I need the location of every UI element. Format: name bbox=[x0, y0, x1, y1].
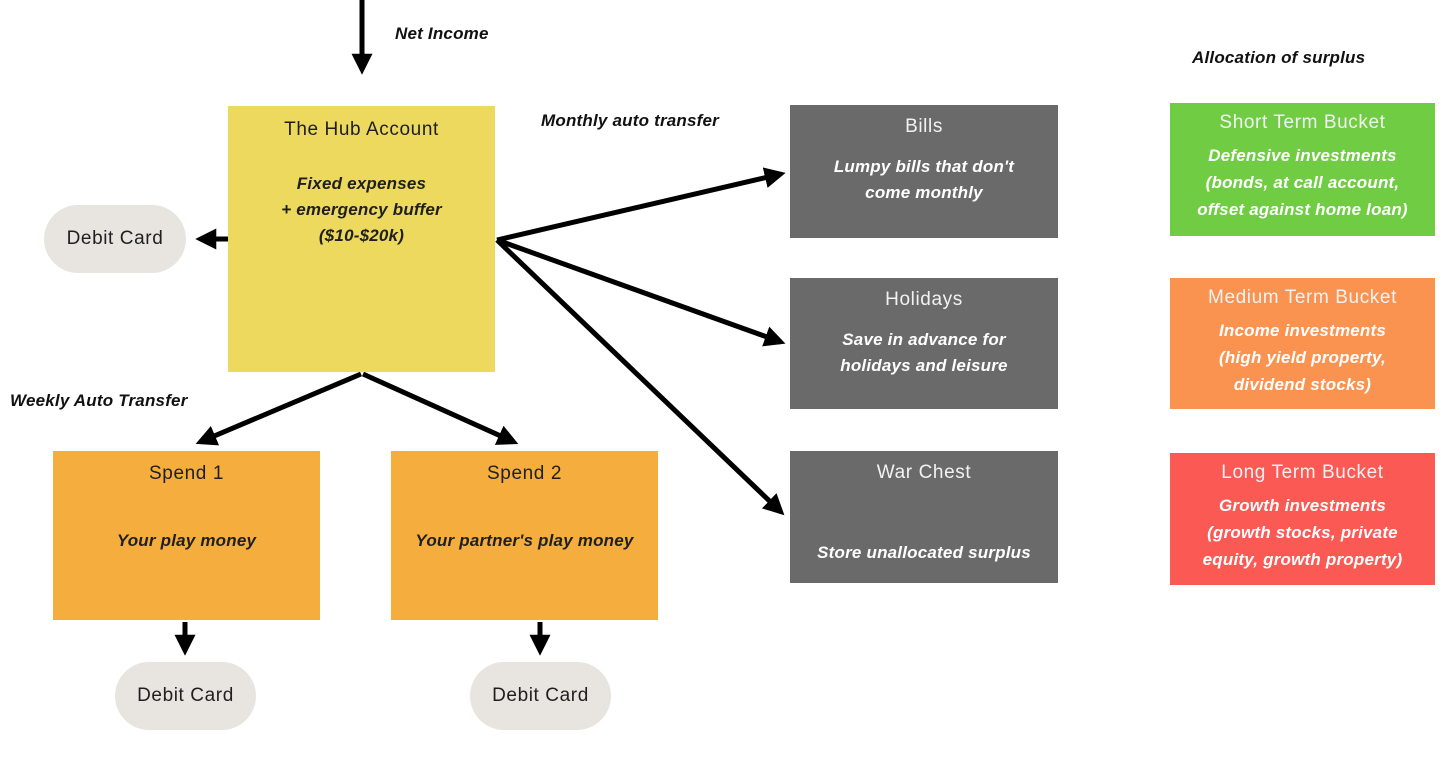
medium-term-bucket-body: Income investments (high yield property,… bbox=[1218, 320, 1387, 394]
arrow-hub-to-spend1 bbox=[195, 371, 362, 446]
short-term-bucket-title: Short Term Bucket bbox=[1219, 112, 1386, 133]
short-term-bucket-body: Defensive investments (bonds, at call ac… bbox=[1197, 145, 1408, 219]
war-chest-body: Store unallocated surplus bbox=[817, 542, 1031, 562]
debit-card-spend1: Debit Card bbox=[115, 662, 256, 730]
medium-term-bucket-title: Medium Term Bucket bbox=[1208, 287, 1397, 308]
bills-box: Bills Lumpy bills that don't come monthl… bbox=[790, 105, 1058, 238]
monthly-auto-transfer-label: Monthly auto transfer bbox=[541, 111, 719, 130]
arrow-hub-to-holidays bbox=[496, 237, 786, 347]
debit-card-label: Debit Card bbox=[137, 685, 234, 706]
hub-account-box: The Hub Account Fixed expenses + emergen… bbox=[228, 106, 495, 372]
arrow-hub-to-spend2 bbox=[361, 371, 519, 445]
holidays-body: Save in advance for holidays and leisure bbox=[840, 329, 1008, 376]
allocation-of-surplus-heading: Allocation of surplus bbox=[1192, 48, 1366, 67]
spend2-box: Spend 2 Your partner's play money bbox=[391, 451, 658, 620]
spend2-title: Spend 2 bbox=[487, 463, 562, 484]
bills-body: Lumpy bills that don't come monthly bbox=[833, 156, 1015, 203]
arrow-hub-to-bills bbox=[496, 167, 786, 243]
bills-title: Bills bbox=[905, 116, 943, 137]
debit-card-hub: Debit Card bbox=[44, 205, 186, 273]
short-term-bucket-box: Short Term Bucket Defensive investments … bbox=[1170, 103, 1435, 236]
debit-card-label: Debit Card bbox=[66, 228, 164, 249]
long-term-bucket-body: Growth investments (growth stocks, priva… bbox=[1202, 495, 1403, 569]
spend2-body: Your partner's play money bbox=[415, 530, 634, 550]
war-chest-box: War Chest Store unallocated surplus bbox=[790, 451, 1058, 583]
hub-account-body: Fixed expenses + emergency buffer ($10-$… bbox=[281, 173, 442, 246]
holidays-title: Holidays bbox=[885, 289, 963, 310]
long-term-bucket-title: Long Term Bucket bbox=[1221, 462, 1384, 483]
long-term-bucket-box: Long Term Bucket Growth investments (gro… bbox=[1170, 453, 1435, 585]
debit-card-label: Debit Card bbox=[492, 685, 589, 706]
spend1-body: Your play money bbox=[116, 530, 257, 550]
holidays-box: Holidays Save in advance for holidays an… bbox=[790, 278, 1058, 409]
hub-account-title: The Hub Account bbox=[284, 119, 439, 140]
debit-card-spend2: Debit Card bbox=[470, 662, 611, 730]
spend1-box: Spend 1 Your play money bbox=[53, 451, 320, 620]
net-income-label: Net Income bbox=[395, 24, 489, 43]
war-chest-title: War Chest bbox=[876, 462, 972, 483]
spend1-title: Spend 1 bbox=[149, 463, 224, 484]
medium-term-bucket-box: Medium Term Bucket Income investments (h… bbox=[1170, 278, 1435, 409]
weekly-auto-transfer-label: Weekly Auto Transfer bbox=[10, 391, 188, 410]
